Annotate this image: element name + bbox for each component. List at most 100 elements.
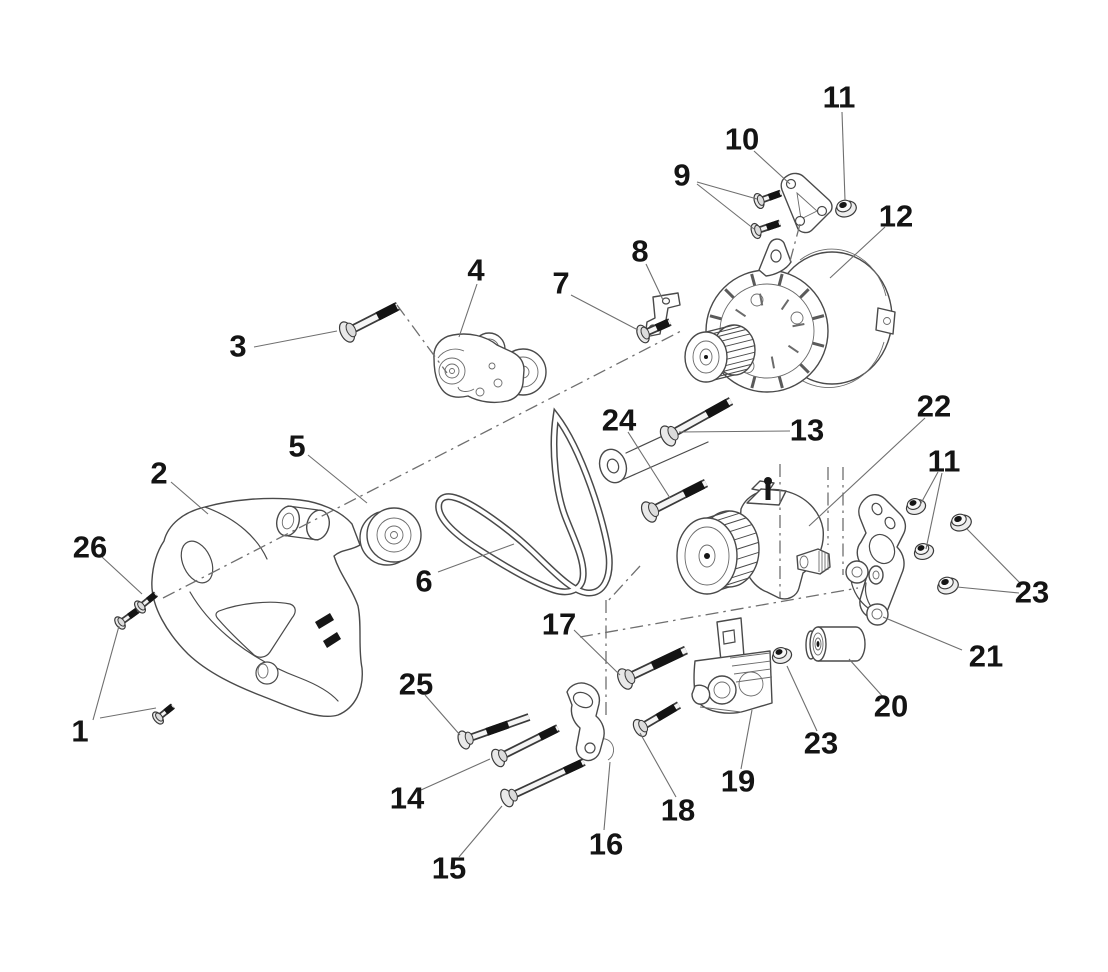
leader-line-23a bbox=[966, 528, 1022, 585]
leader-line-18 bbox=[639, 732, 677, 798]
callout-label-25: 25 bbox=[399, 667, 433, 702]
belt-tensioner bbox=[433, 332, 547, 404]
bolt bbox=[659, 397, 734, 447]
callout-label-18: 18 bbox=[661, 793, 695, 828]
callout-label-17: 17 bbox=[542, 607, 576, 642]
leader-line-6 bbox=[437, 543, 515, 573]
leader-line-9 bbox=[696, 181, 758, 200]
leader-line-2 bbox=[170, 481, 209, 515]
bolt bbox=[338, 301, 401, 343]
bolt bbox=[500, 758, 586, 808]
leader-line-14 bbox=[420, 758, 491, 791]
callout-label-4: 4 bbox=[467, 253, 485, 288]
link-bracket bbox=[566, 682, 614, 762]
axis-dash-line bbox=[396, 304, 448, 374]
leader-line-15 bbox=[458, 805, 503, 858]
callout-label-10: 10 bbox=[725, 122, 759, 157]
leader-line-20 bbox=[848, 658, 885, 699]
callout-label-23b: 23 bbox=[804, 726, 838, 761]
leader-line-5 bbox=[307, 454, 368, 504]
mounting-cover-bracket bbox=[151, 497, 363, 717]
flange-nut bbox=[905, 498, 927, 516]
leader-line-22 bbox=[808, 417, 926, 527]
callout-label-2: 2 bbox=[150, 456, 167, 491]
callout-label-11a: 11 bbox=[823, 80, 856, 115]
bolt bbox=[753, 189, 783, 210]
callout-label-24: 24 bbox=[602, 403, 637, 438]
callout-label-23a: 23 bbox=[1015, 575, 1049, 610]
callout-label-6: 6 bbox=[415, 564, 432, 599]
bolt bbox=[636, 318, 672, 344]
leader-line-10 bbox=[753, 150, 791, 185]
callout-label-7: 7 bbox=[552, 266, 569, 301]
callout-label-26: 26 bbox=[73, 530, 107, 565]
axis-dash-line bbox=[162, 329, 684, 599]
leader-line-17 bbox=[573, 629, 621, 676]
flange-nut bbox=[937, 576, 959, 595]
axis-dash-line bbox=[788, 223, 801, 266]
callout-label-22: 22 bbox=[917, 389, 951, 424]
callout-label-3: 3 bbox=[229, 329, 246, 364]
leader-line-11b bbox=[925, 472, 943, 550]
leader-line-1 bbox=[99, 707, 157, 719]
leader-line-26 bbox=[101, 556, 143, 595]
bolt bbox=[617, 645, 688, 690]
axis-dash-line bbox=[606, 565, 641, 603]
bolt bbox=[750, 219, 782, 240]
callout-label-14: 14 bbox=[390, 781, 425, 816]
leader-line-23a bbox=[956, 586, 1020, 594]
mount-bracket bbox=[691, 617, 773, 714]
leader-line-21 bbox=[882, 616, 963, 651]
bolt bbox=[114, 607, 140, 630]
bushing bbox=[805, 626, 866, 662]
callout-label-13: 13 bbox=[790, 413, 824, 448]
alternator bbox=[598, 238, 896, 484]
callout-label-9: 9 bbox=[673, 158, 690, 193]
fasteners bbox=[114, 189, 972, 808]
leader-line-3 bbox=[253, 330, 338, 348]
callout-label-20: 20 bbox=[874, 689, 908, 724]
bolt bbox=[457, 713, 531, 750]
callout-label-15: 15 bbox=[432, 851, 466, 886]
callout-label-5: 5 bbox=[288, 429, 305, 464]
leader-line-23b bbox=[786, 665, 818, 732]
serpentine-belt bbox=[435, 407, 613, 597]
callout-label-16: 16 bbox=[589, 827, 623, 862]
leader-line-4 bbox=[458, 283, 478, 338]
bolt bbox=[133, 591, 159, 614]
flange-nut bbox=[950, 513, 972, 532]
leader-line-19 bbox=[740, 709, 753, 770]
bolt bbox=[640, 478, 709, 523]
callout-label-11b: 11 bbox=[928, 444, 961, 479]
leader-line-24 bbox=[627, 431, 671, 499]
flange-nut bbox=[913, 543, 935, 561]
axis-dash-line bbox=[579, 587, 859, 638]
assembly-axis-lines bbox=[162, 223, 859, 717]
leader-line-1 bbox=[92, 625, 120, 721]
callout-label-21: 21 bbox=[969, 639, 1003, 674]
flange-nut bbox=[771, 647, 793, 665]
idler-pulley bbox=[359, 507, 422, 566]
upper-bracket bbox=[780, 172, 833, 234]
leader-line-13 bbox=[678, 430, 791, 433]
leader-line-8 bbox=[645, 263, 664, 301]
bolt bbox=[491, 724, 560, 768]
leader-line-11a bbox=[841, 111, 846, 201]
callouts: 1234567891011121314151617181920212211232… bbox=[71, 80, 1049, 886]
power-steering-pump bbox=[676, 477, 831, 600]
callout-label-19: 19 bbox=[721, 764, 755, 799]
callout-label-8: 8 bbox=[631, 234, 648, 269]
pump-bracket bbox=[845, 494, 907, 626]
callout-label-1: 1 bbox=[71, 714, 88, 749]
leader-line-9 bbox=[696, 183, 755, 230]
callout-label-12: 12 bbox=[879, 199, 913, 234]
leader-line-16 bbox=[603, 761, 611, 831]
bolt bbox=[152, 703, 176, 725]
flange-nut bbox=[835, 199, 857, 218]
leader-line-25 bbox=[424, 694, 461, 736]
leader-line-11b bbox=[919, 471, 939, 506]
leader-line-7 bbox=[570, 294, 639, 331]
bolt bbox=[632, 701, 682, 738]
